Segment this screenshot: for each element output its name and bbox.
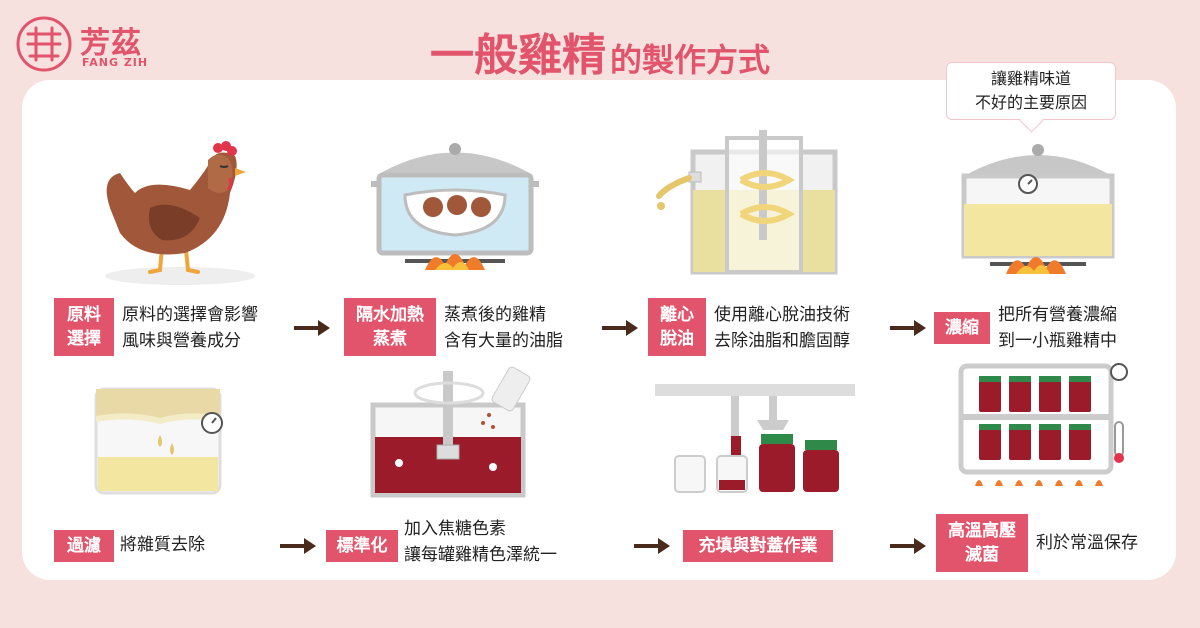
bottle-filling-icon bbox=[655, 384, 855, 493]
step-desc-filter: 將雜質去除 bbox=[120, 535, 205, 555]
filter-jar-icon bbox=[94, 387, 223, 495]
step-tag-filter: 過濾 bbox=[54, 530, 114, 562]
step-tag-centrifuge: 離心脫油 bbox=[648, 298, 706, 356]
fangzih-logo-icon bbox=[16, 16, 72, 72]
step-desc-centrifuge: 使用離心脫油技術去除油脂和膽固醇 bbox=[714, 305, 850, 351]
mixing-pot-icon bbox=[370, 366, 531, 498]
arrow-right-icon bbox=[280, 538, 316, 554]
step-tag-sterilize: 高溫高壓滅菌 bbox=[936, 514, 1028, 572]
step-desc-sterilize: 利於常溫保存 bbox=[1036, 533, 1138, 553]
step-desc-steaming: 蒸煮後的雞精含有大量的油脂 bbox=[444, 305, 563, 351]
callout-bubble: 讓雞精味道 不好的主要原因 bbox=[946, 62, 1116, 120]
arrow-right-icon bbox=[890, 320, 926, 336]
callout-line-2: 不好的主要原因 bbox=[974, 93, 1087, 112]
centrifuge-icon bbox=[656, 130, 838, 275]
arrow-right-icon bbox=[602, 320, 638, 336]
step-tag-raw-material: 原料選擇 bbox=[54, 298, 114, 356]
arrow-right-icon bbox=[634, 538, 670, 554]
brand-name: 芳茲 bbox=[80, 26, 142, 61]
callout-line-1: 讓雞精味道 bbox=[990, 69, 1071, 88]
arrow-right-icon bbox=[294, 320, 330, 336]
step-desc-raw-material: 原料的選擇會影響風味與營養成分 bbox=[122, 305, 258, 351]
step-tag-filling: 充填與對蓋作業 bbox=[683, 530, 833, 562]
page-title: 一般雞精 的製作方式 bbox=[330, 18, 870, 78]
brand-subname: FANG ZIH bbox=[82, 56, 149, 69]
sterilizer-icon bbox=[958, 363, 1128, 486]
arrow-right-icon bbox=[890, 538, 926, 554]
step-tag-standardize: 標準化 bbox=[326, 530, 398, 562]
step-tag-concentrate: 濃縮 bbox=[934, 312, 990, 344]
concentrating-pot-icon bbox=[961, 144, 1115, 274]
chicken-icon bbox=[105, 141, 255, 285]
title-rest: 的製作方式 bbox=[609, 41, 770, 79]
step-desc-standardize: 加入焦糖色素讓每罐雞精色澤統一 bbox=[404, 519, 557, 565]
step-desc-concentrate: 把所有營養濃縮到一小瓶雞精中 bbox=[998, 305, 1117, 351]
step-tag-steaming: 隔水加熱蒸煮 bbox=[344, 298, 436, 356]
steaming-pot-icon bbox=[371, 143, 539, 270]
brand-logo: 芳茲 FANG ZIH bbox=[10, 12, 170, 76]
title-main: 一般雞精 bbox=[429, 30, 606, 81]
